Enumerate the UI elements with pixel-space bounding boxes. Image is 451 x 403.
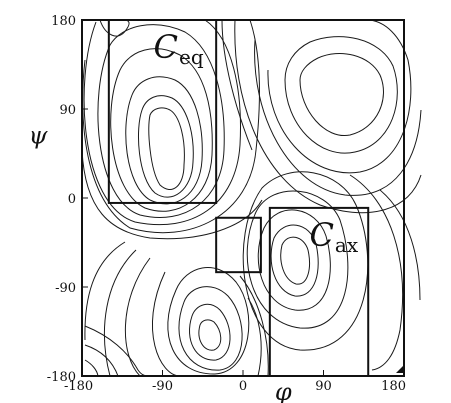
contour-line: [198, 319, 222, 351]
y-tick-label: 0: [68, 192, 76, 207]
contour-line: [167, 267, 250, 375]
region-label: Cax: [309, 216, 358, 257]
contour-line: [280, 236, 310, 285]
y-axis-label: ψ: [29, 122, 49, 150]
contour-line: [104, 249, 137, 377]
contour-line: [239, 275, 269, 377]
x-tick-label: -90: [152, 379, 173, 394]
contour-line: [84, 344, 119, 377]
contour-line: [267, 19, 412, 174]
y-tick-label: 180: [51, 14, 76, 29]
plot-frame: [81, 19, 405, 377]
contour-line: [234, 19, 422, 214]
contour-line: [221, 19, 253, 151]
y-tick-label: -180: [47, 370, 76, 385]
contour-line: [299, 53, 384, 136]
contour-line: [110, 48, 213, 212]
x-axis-ticks: -180 -90 0 90 180: [64, 370, 406, 394]
region-label-subscript: eq: [179, 45, 204, 69]
y-axis-ticks: 180 90 0 -90 -180: [47, 14, 88, 385]
contour-line: [125, 257, 151, 377]
x-tick-label: 90: [315, 379, 332, 394]
contour-line: [379, 189, 421, 301]
region-label-subscript: ax: [335, 233, 359, 257]
contour-line: [246, 190, 349, 329]
contour-line: [84, 241, 126, 341]
contour-line: [125, 76, 203, 205]
contour-line: [178, 286, 243, 371]
contour-line: [99, 19, 130, 37]
corner-marker-icon: [396, 365, 404, 373]
contour-line: [284, 36, 398, 154]
contour-line: [270, 224, 319, 297]
x-axis-label: φ: [275, 378, 292, 403]
contour-line: [349, 174, 403, 371]
region-box: [215, 216, 262, 274]
contour-line: [81, 149, 263, 240]
contour-line: [82, 19, 260, 234]
region-label: Ceq: [154, 28, 204, 69]
y-tick-label: 90: [59, 103, 76, 118]
contour-line: [188, 303, 231, 361]
contour-line: [254, 39, 422, 196]
x-tick-label: -180: [64, 379, 93, 394]
contour-line: [242, 171, 369, 351]
contour-line: [257, 209, 331, 311]
contour-line: [83, 19, 241, 226]
contour-line: [247, 297, 262, 377]
contour-line: [151, 271, 181, 377]
contour-line: [138, 95, 194, 198]
x-tick-label: 180: [381, 379, 406, 394]
x-tick-label: 0: [239, 379, 247, 394]
contour-line: [84, 359, 99, 377]
contour-line: [97, 24, 225, 218]
contour-lines: [81, 19, 422, 377]
y-tick-label: -90: [55, 281, 76, 296]
contour-line: [148, 107, 185, 190]
